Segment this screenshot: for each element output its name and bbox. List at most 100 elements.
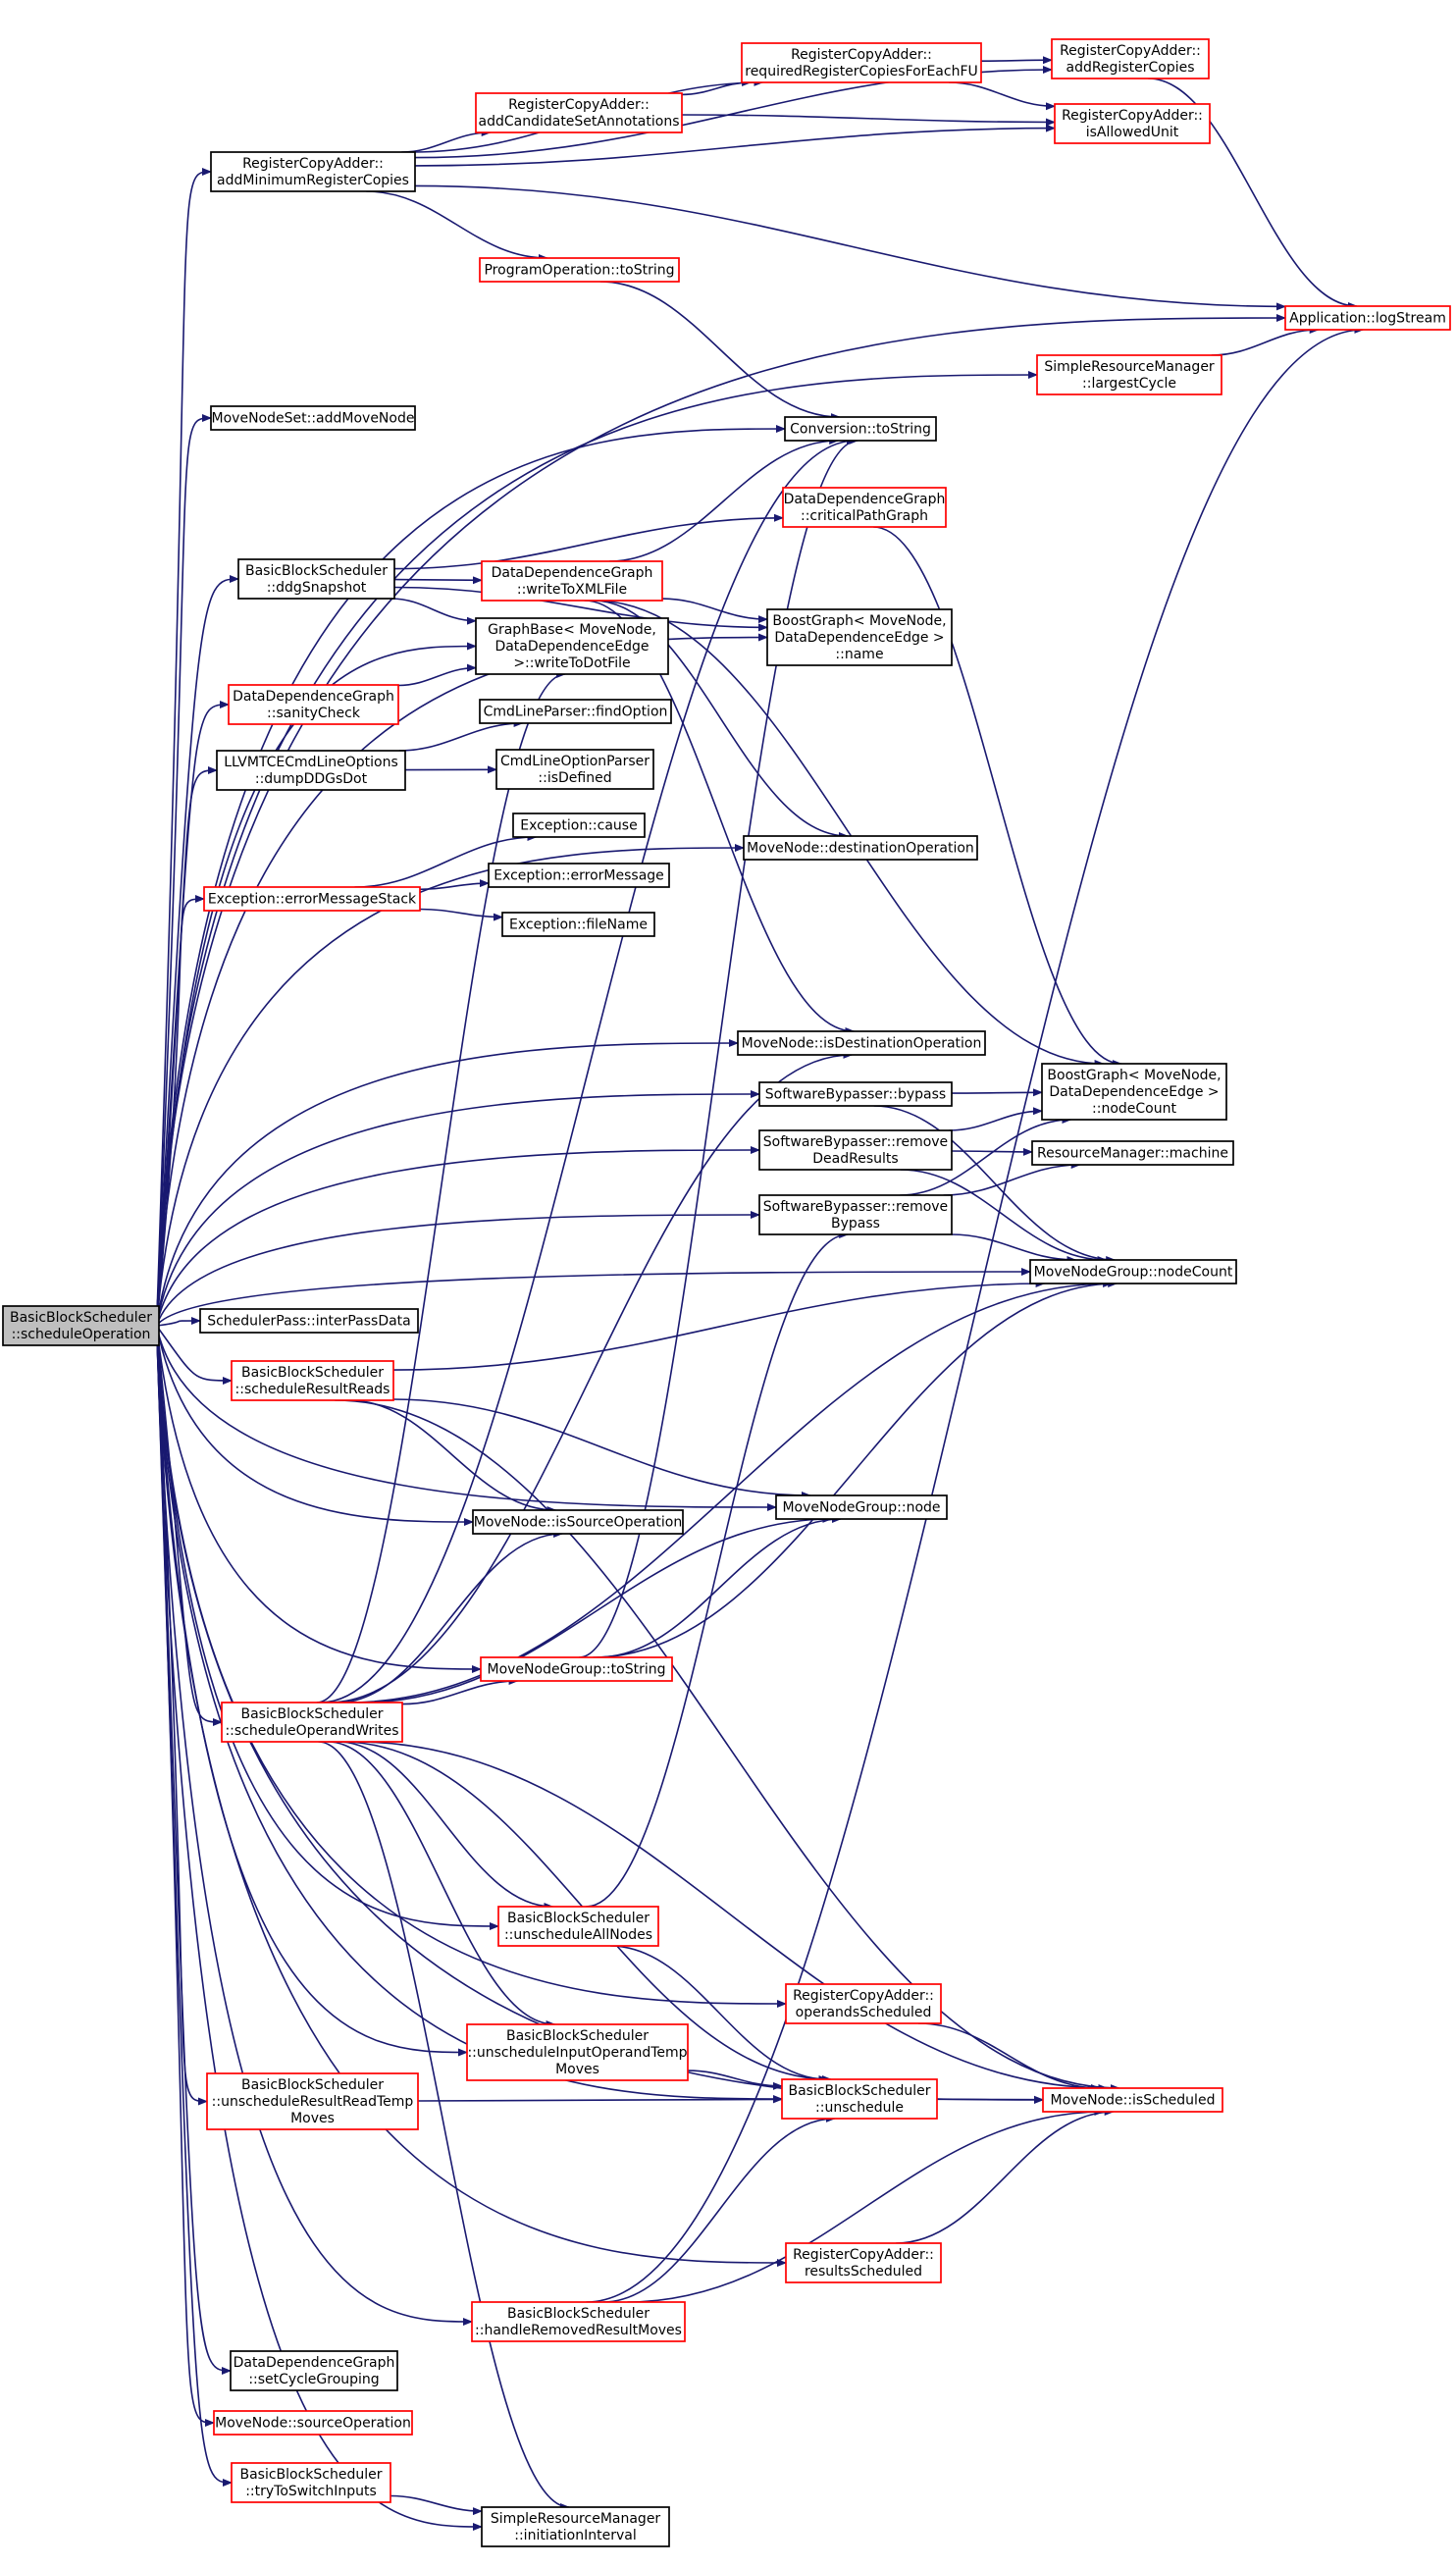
node-label: addCandidateSetAnnotations bbox=[479, 114, 680, 130]
node-label: requiredRegisterCopiesForEachFU bbox=[745, 64, 978, 79]
edge-line bbox=[320, 437, 857, 1703]
node-box bbox=[479, 699, 672, 724]
node-app_log[interactable]: Application::logStream bbox=[1284, 305, 1451, 331]
edge-line bbox=[156, 895, 205, 1322]
node-label: SimpleResourceManager bbox=[491, 2511, 661, 2527]
edge-bbs_sow-to-mng_node bbox=[362, 1515, 833, 1703]
edge-bbs_hrrm-to-bbs_unsched bbox=[602, 2115, 836, 2303]
node-label: BasicBlockScheduler bbox=[240, 1706, 383, 1722]
node-box bbox=[203, 886, 421, 912]
node-mng_node: MoveNodeGroup::node bbox=[775, 1494, 948, 1520]
edge-root-to-bbs_try bbox=[156, 1336, 233, 2487]
node-bbs_srr[interactable]: BasicBlockScheduler::scheduleResultReads bbox=[231, 1360, 394, 1401]
edge-line bbox=[1211, 326, 1320, 356]
node-box bbox=[216, 750, 406, 791]
node-label: Conversion::toString bbox=[790, 422, 931, 438]
node-exc_stack[interactable]: Exception::errorMessageStack bbox=[203, 886, 421, 912]
edge-line bbox=[943, 1161, 1081, 1196]
edge-line bbox=[392, 1398, 811, 1499]
node-box bbox=[1041, 1063, 1227, 1121]
edge-line bbox=[156, 414, 212, 1317]
node-rca_cand[interactable]: RegisterCopyAdder::addCandidateSetAnnota… bbox=[475, 92, 683, 133]
edge-line bbox=[338, 1530, 564, 1703]
node-ddg_cpg[interactable]: DataDependenceGraph::criticalPathGraph bbox=[782, 487, 947, 528]
node-box bbox=[237, 558, 395, 600]
edge-line bbox=[873, 1105, 1117, 1264]
node-label: CmdLineParser::findOption bbox=[484, 705, 668, 720]
node-bbs_try[interactable]: BasicBlockScheduler::tryToSwitchInputs bbox=[231, 2462, 391, 2503]
edge-line bbox=[390, 598, 477, 625]
node-po_toString[interactable]: ProgramOperation::toString bbox=[479, 257, 680, 283]
edge-rca_addMin-to-po_toString bbox=[366, 190, 548, 262]
node-box bbox=[1031, 1140, 1234, 1166]
node-box bbox=[471, 2301, 686, 2342]
node-srm_largest[interactable]: SimpleResourceManager::largestCycle bbox=[1036, 354, 1222, 395]
edge-line bbox=[156, 1336, 473, 2326]
edge-line bbox=[366, 190, 548, 262]
edge-root-to-gb_dot bbox=[156, 642, 477, 1320]
node-mn_destOp: MoveNode::destinationOperation bbox=[743, 835, 978, 861]
node-bbs_unsched[interactable]: BasicBlockScheduler::unschedule bbox=[781, 2078, 938, 2120]
node-gb_dot: GraphBase< MoveNode,DataDependenceEdge>:… bbox=[475, 617, 669, 675]
node-label: ::name bbox=[835, 647, 883, 662]
edge-line bbox=[156, 168, 212, 1315]
node-label: DataDependenceEdge > bbox=[774, 630, 944, 646]
node-label: DataDependenceEdge > bbox=[1049, 1084, 1219, 1100]
edge-bbs_hrrm-to-mn_isSched bbox=[627, 2108, 1105, 2303]
node-bbs_hrrm[interactable]: BasicBlockScheduler::handleRemovedResult… bbox=[471, 2301, 686, 2342]
edge-line bbox=[661, 598, 768, 624]
edge-sb_dead-to-bg_count bbox=[949, 1107, 1043, 1131]
edge-line bbox=[156, 633, 768, 1320]
node-bbs_unall[interactable]: BasicBlockScheduler::unscheduleAllNodes bbox=[497, 1906, 659, 1947]
node-box bbox=[472, 1509, 684, 1535]
node-box bbox=[781, 2078, 938, 2120]
edge-root-to-mng_node bbox=[156, 1327, 777, 1511]
edge-line bbox=[156, 1326, 233, 1385]
node-rca_opsched[interactable]: RegisterCopyAdder::operandsScheduled bbox=[785, 1983, 942, 2024]
edge-root-to-bbs_unsched bbox=[156, 1333, 783, 2103]
node-bbs_urrt[interactable]: BasicBlockScheduler::unscheduleResultRea… bbox=[206, 2072, 419, 2130]
edge-bbs_sow-to-mn_isSrc bbox=[338, 1530, 564, 1703]
node-mn_isSched[interactable]: MoveNode::isScheduled bbox=[1042, 2087, 1223, 2113]
edge-line bbox=[608, 437, 840, 562]
node-ddg_xml[interactable]: DataDependenceGraph::writeToXMLFile bbox=[481, 560, 663, 602]
edge-root-to-mn_isSrc bbox=[156, 1327, 474, 1526]
node-srm_ii: SimpleResourceManager::initiationInterva… bbox=[481, 2506, 670, 2547]
node-box bbox=[1042, 2087, 1223, 2113]
node-rca_req[interactable]: RegisterCopyAdder::requiredRegisterCopie… bbox=[741, 42, 982, 83]
edge-root-to-mng_count bbox=[156, 1268, 1031, 1326]
edge-line bbox=[980, 56, 1053, 65]
node-ddg_sanity[interactable]: DataDependenceGraph::sanityCheck bbox=[228, 684, 399, 725]
edge-line bbox=[419, 908, 503, 921]
node-bbs_sow[interactable]: BasicBlockScheduler::scheduleOperandWrit… bbox=[221, 1702, 403, 1743]
node-mn_srcOp[interactable]: MoveNode::sourceOperation bbox=[213, 2410, 413, 2436]
node-box bbox=[221, 1702, 403, 1743]
edge-mng_toString-to-mng_node bbox=[597, 1515, 842, 1658]
node-box bbox=[1284, 305, 1451, 331]
node-mng_toString[interactable]: MoveNodeGroup::toString bbox=[480, 1656, 673, 1682]
node-label: resultsScheduled bbox=[805, 2264, 922, 2280]
node-label: RegisterCopyAdder:: bbox=[793, 2247, 934, 2263]
edge-line bbox=[393, 586, 768, 632]
edge-line bbox=[347, 1280, 1114, 1703]
node-label: GraphBase< MoveNode, bbox=[488, 622, 656, 638]
node-rca_ressched[interactable]: RegisterCopyAdder::resultsScheduled bbox=[785, 2242, 942, 2283]
edge-bbs_uiot-to-bbs_unsched bbox=[687, 2070, 783, 2090]
node-exc_file: Exception::fileName bbox=[501, 912, 655, 937]
node-label: BasicBlockScheduler bbox=[241, 1365, 384, 1381]
node-bg_name: BoostGraph< MoveNode,DataDependenceEdge … bbox=[766, 608, 953, 666]
node-rca_addReg[interactable]: RegisterCopyAdder::addRegisterCopies bbox=[1051, 38, 1210, 79]
node-bbs_uiot[interactable]: BasicBlockScheduler::unscheduleInputOper… bbox=[466, 2023, 689, 2081]
node-label: ::initiationInterval bbox=[514, 2528, 636, 2543]
node-label: addRegisterCopies bbox=[1066, 60, 1194, 76]
node-label: ::unscheduleResultReadTemp bbox=[212, 2094, 414, 2110]
edge-line bbox=[951, 1147, 1033, 1156]
edge-bbs_sow-to-mng_toString bbox=[401, 1677, 519, 1705]
node-sb_bypass: SoftwareBypasser::bypass bbox=[758, 1081, 953, 1107]
node-llvm_dump: LLVMTCECmdLineOptions::dumpDDGsDot bbox=[216, 750, 406, 791]
node-rca_allowed[interactable]: RegisterCopyAdder::isAllowedUnit bbox=[1054, 103, 1211, 144]
edge-ddg_sanity-to-gb_dot bbox=[397, 663, 477, 687]
node-box bbox=[784, 416, 937, 442]
node-label: ::sanityCheck bbox=[267, 706, 361, 721]
node-label: BasicBlockScheduler bbox=[788, 2083, 930, 2099]
